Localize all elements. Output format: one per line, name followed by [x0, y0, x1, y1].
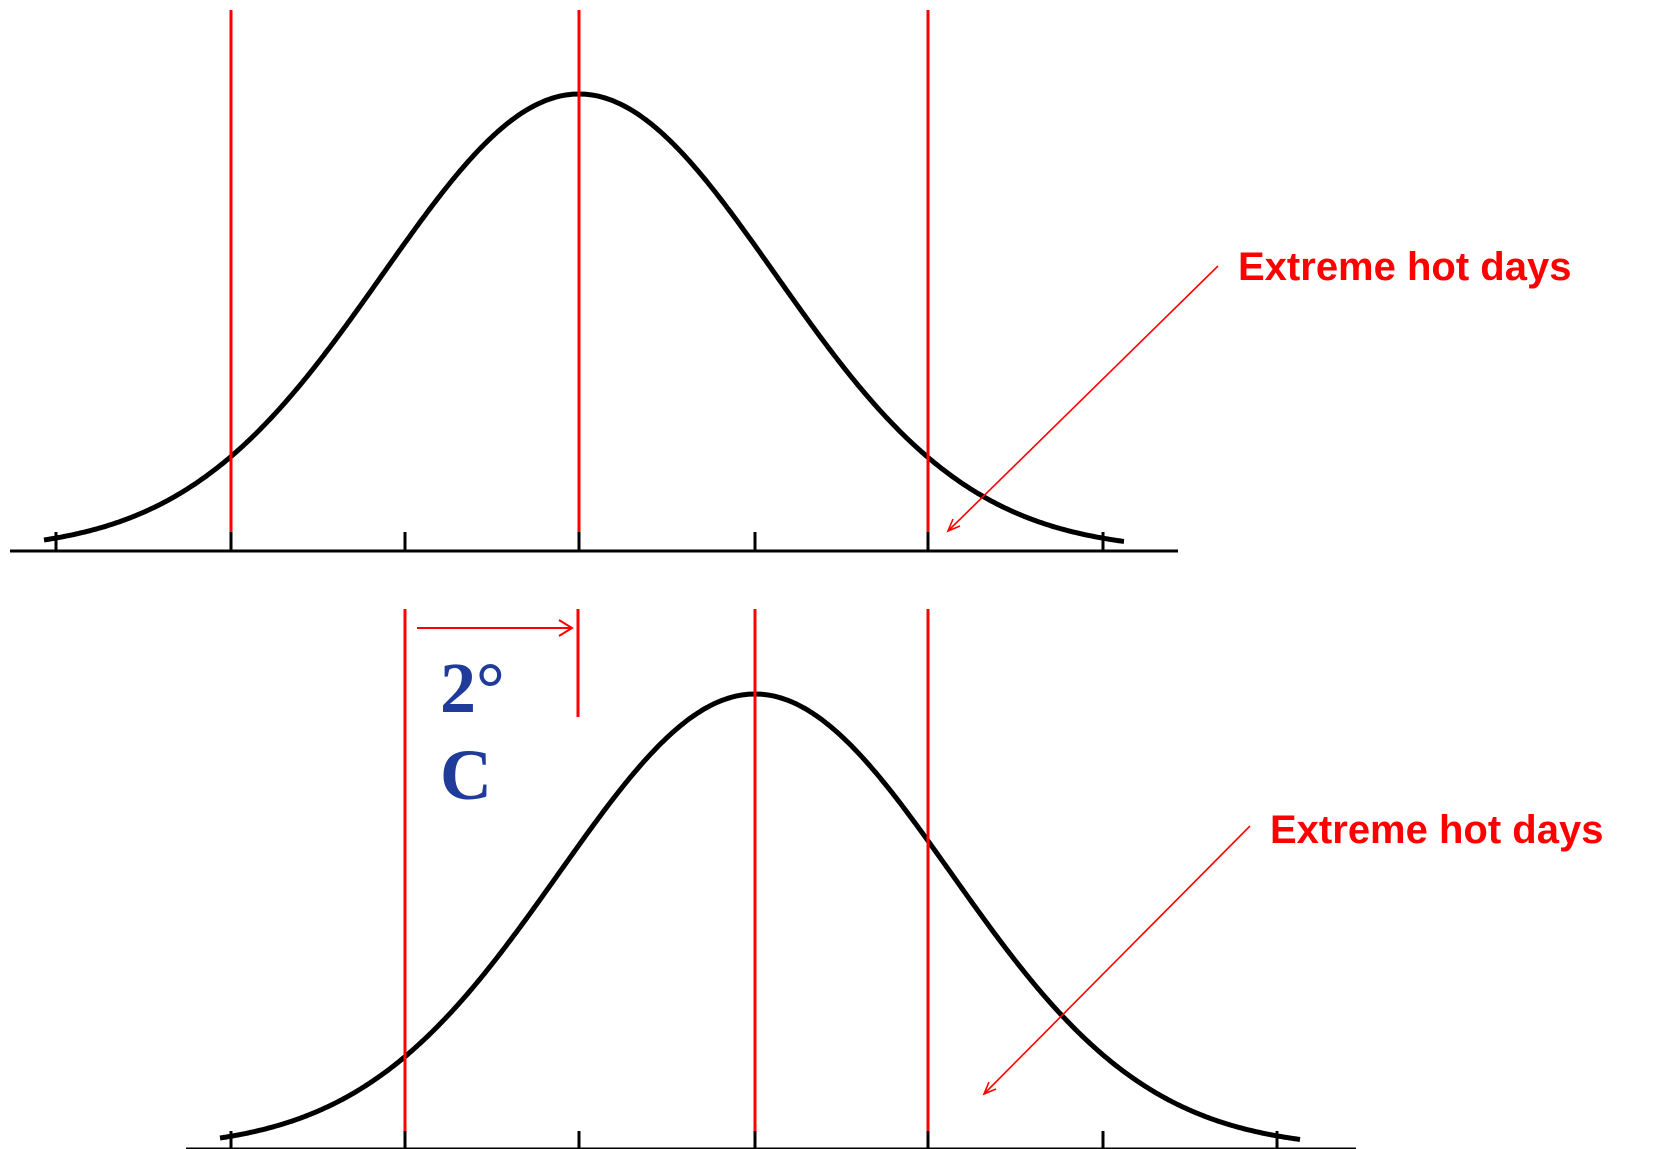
top-bell-curve [43, 91, 1125, 544]
bottom-bell-curve [219, 691, 1301, 1142]
top-markers [229, 10, 930, 532]
shift-indicator: 2° C [417, 609, 580, 815]
bottom-distribution: Extreme hot days [186, 609, 1603, 1149]
bottom-ticks [229, 1131, 1279, 1149]
bottom-hot-label: Extreme hot days [1270, 808, 1603, 852]
shift-arrowhead [558, 619, 574, 637]
top-hot-label: Extreme hot days [1238, 245, 1571, 289]
top-ticks [54, 532, 1105, 551]
bottom-markers [403, 609, 930, 1131]
shift-label-unit: C [440, 735, 492, 815]
bottom-hot-arrow [983, 825, 1251, 1095]
shift-label-degree: 2° [440, 648, 505, 728]
top-hot-arrow [947, 265, 1219, 532]
top-distribution: Extreme hot days [10, 10, 1571, 553]
bottom-hot-arrowhead [982, 1081, 997, 1096]
top-hot-arrowhead [946, 518, 961, 533]
